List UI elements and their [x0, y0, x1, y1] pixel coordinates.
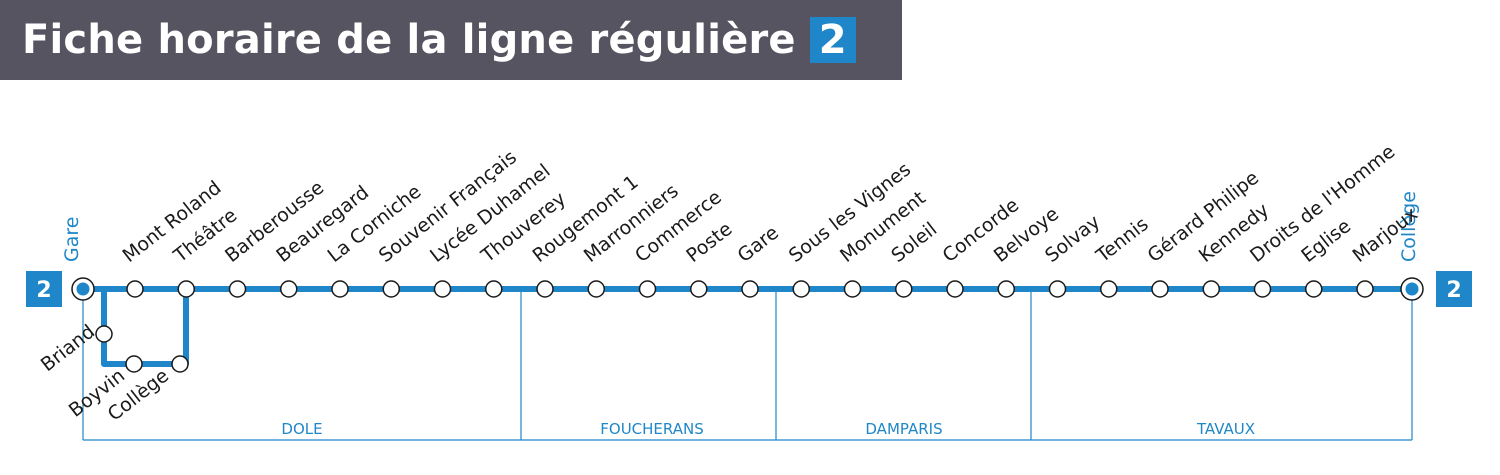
terminus-start [71, 277, 95, 301]
stop-marker [690, 280, 708, 298]
stop-marker [638, 280, 657, 298]
stop-marker [1253, 280, 1272, 298]
stop-marker [1202, 280, 1220, 298]
stop-marker [485, 280, 503, 298]
stop-marker [536, 280, 554, 298]
stop-marker [228, 280, 247, 298]
stop-marker [843, 280, 862, 298]
line-badge-right-text: 2 [1446, 278, 1461, 303]
stop-marker [382, 280, 400, 298]
stop-marker [1048, 280, 1067, 298]
commune-label-foucherans: FOUCHERANS [600, 420, 703, 438]
title-bar: Fiche horaire de la ligne régulière 2 [0, 0, 902, 80]
stop-marker [280, 280, 298, 298]
branch-stop-label: Briand [37, 321, 99, 376]
commune-bracket [82, 290, 1413, 441]
commune-label-damparis: DAMPARIS [865, 420, 942, 438]
terminus-end-label: Collège [1398, 191, 1420, 262]
stop-marker [125, 355, 143, 373]
stop-marker [433, 280, 452, 298]
title-line-badge: 2 [809, 17, 856, 63]
stop-marker [1151, 280, 1169, 298]
stop-marker [1100, 280, 1118, 298]
stop-marker [895, 280, 913, 298]
stop-label: Gare [734, 222, 783, 267]
stop-marker [177, 280, 195, 298]
stop-gare: Gare [734, 222, 783, 298]
stop-marker [997, 280, 1015, 298]
stop-marker [331, 280, 349, 298]
main-stops: Mont RolandThéâtreBarberousseBeauregardL… [119, 140, 1422, 298]
stop-marker [1305, 280, 1323, 298]
branch-stop-briand: Briand [37, 321, 113, 376]
stop-souvenir-francais: Souvenir Français [375, 146, 521, 298]
stop-marker [741, 280, 759, 298]
line-badge-left-text: 2 [36, 278, 51, 303]
commune-label-dole: DOLE [281, 420, 322, 438]
stop-label: Tennis [1091, 213, 1152, 267]
stop-marker [126, 280, 144, 298]
line-badge-left: 2 [26, 271, 62, 307]
stop-marker [171, 355, 189, 373]
route-line [83, 286, 1412, 367]
terminus-end [1400, 277, 1424, 301]
stop-marker [95, 325, 113, 343]
stop-marker [946, 280, 964, 298]
stop-marker [587, 280, 605, 298]
line-badge-right: 2 [1436, 271, 1472, 307]
page-title: Fiche horaire de la ligne régulière [22, 17, 796, 63]
commune-label-tavaux: TAVAUX [1196, 420, 1255, 438]
stop-marker [792, 280, 810, 298]
stop-marker [1356, 280, 1374, 298]
commune-labels: DOLE FOUCHERANS DAMPARIS TAVAUX [281, 420, 1255, 438]
branch-route [101, 289, 189, 367]
terminus-start-label: Gare [61, 217, 83, 262]
